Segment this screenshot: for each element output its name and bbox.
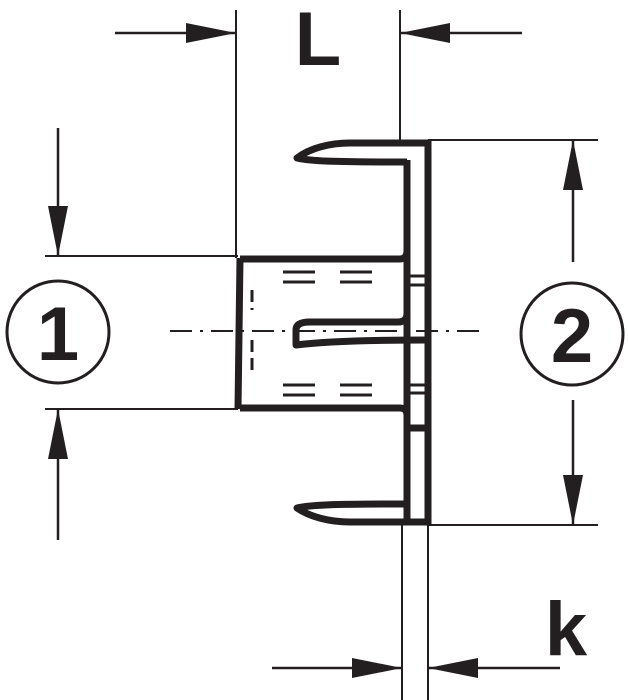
dimension-k-label: k — [545, 587, 588, 672]
callout-circle-2 — [519, 281, 625, 387]
callout-2-label: 2 — [551, 294, 593, 379]
hidden-lines — [250, 270, 428, 397]
connector-part — [234, 139, 432, 526]
dimension-L-label: L — [295, 0, 341, 82]
arrowheads — [48, 23, 583, 678]
callout-1-label: 1 — [37, 292, 79, 377]
callout-circle-1 — [5, 279, 111, 385]
